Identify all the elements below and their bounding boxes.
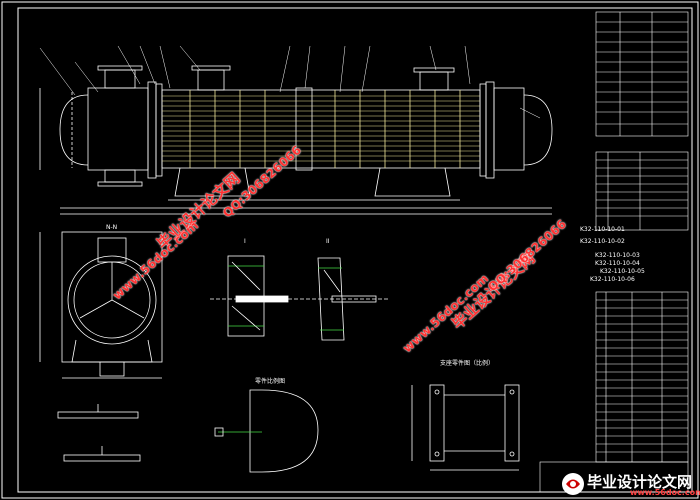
- logo-url: www.56doc.com: [630, 488, 700, 497]
- half-round-part: [214, 389, 319, 473]
- nozzle-table: [595, 151, 689, 231]
- tube-bundle: [162, 95, 480, 162]
- part-code-3: K32-110-10-03: [595, 252, 640, 259]
- baffles: [189, 90, 461, 168]
- title-block: [539, 461, 689, 493]
- part-code-5: K32-110-10-05: [600, 268, 645, 275]
- site-logo: 毕业设计论文网 www.56doc.com: [560, 470, 700, 498]
- bracket-detail: [411, 384, 520, 471]
- section-view-nn: [39, 231, 163, 379]
- part-code-1: K32-110-10-01: [580, 226, 625, 233]
- label-detail-fill: 零件比例图: [255, 378, 286, 385]
- detail-ii: [300, 257, 390, 341]
- label-detail-ii: II: [326, 238, 330, 245]
- label-detail-i: I: [244, 238, 246, 245]
- part-code-4: K32-110-10-04: [595, 260, 640, 267]
- part-code-2: K32-110-10-02: [580, 238, 625, 245]
- heat-exchanger-elevation: [39, 65, 553, 215]
- label-section-nn: N-N: [106, 224, 118, 231]
- part-code-6: K32-110-10-06: [590, 276, 635, 283]
- logo-text-cn: 毕业设计论文网: [587, 473, 693, 491]
- small-part-plates: [57, 404, 141, 462]
- label-detail-bracket: 支座零件图（比例）: [440, 360, 495, 367]
- leader-lines: [39, 45, 541, 119]
- parts-list-table: [595, 291, 689, 463]
- logo-emblem-icon: [562, 473, 584, 495]
- detail-i: [210, 255, 300, 337]
- tech-spec-table: [595, 11, 689, 137]
- inner-frame: [17, 7, 693, 493]
